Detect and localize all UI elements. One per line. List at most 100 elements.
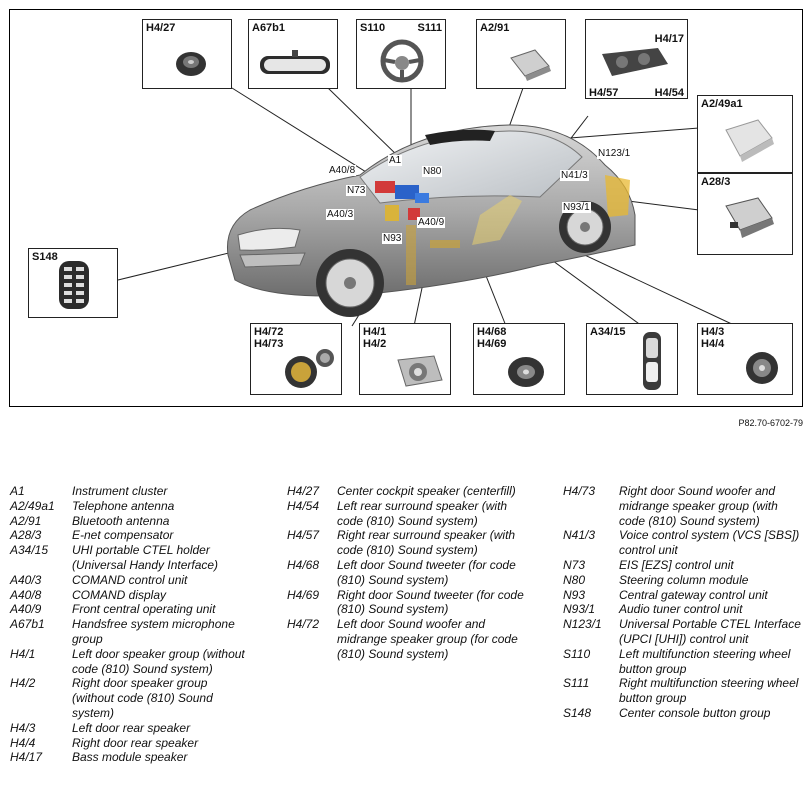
legend-code: A67b1 <box>10 617 45 632</box>
legend-code: N93/1 <box>563 602 596 617</box>
legend-code: H4/54 <box>287 498 320 513</box>
tag-a40-3: A40/3 <box>326 209 355 220</box>
bass-module-speaker-icon <box>602 48 668 76</box>
legend-row: N41/3 Voice control system (VCS [SBS]) co… <box>563 528 803 558</box>
tag-n123-1: N123/1 <box>597 148 632 159</box>
legend-description: Telephone antenna <box>72 498 175 513</box>
callout-label: A28/3 <box>701 176 731 188</box>
legend-description: Bass module speaker <box>72 750 188 765</box>
callout-a34-15: A34/15 <box>586 323 678 395</box>
callout-h4-3: H4/3 H4/4 <box>697 323 793 395</box>
legend-code: H4/4 <box>10 735 36 750</box>
legend-code: S148 <box>563 705 592 720</box>
callout-label: H4/27 <box>146 22 176 34</box>
legend-code: H4/73 <box>563 484 596 498</box>
legend-row: H4/72 Left door Sound woofer and midrange… <box>287 617 527 661</box>
callout-label: S148 <box>32 251 58 263</box>
legend-description: EIS [EZS] control unit <box>619 557 734 572</box>
callout-h4-27: H4/27 <box>142 19 232 89</box>
console-button-group-icon <box>59 261 89 309</box>
legend-row: H4/3 Left door rear speaker <box>10 721 250 736</box>
callout-label: H4/73 <box>254 338 284 350</box>
callout-s110-s111: S110 S111 <box>356 19 446 89</box>
legend-description: Left door Sound woofer and midrange spea… <box>337 617 518 661</box>
legend-code: H4/2 <box>10 676 36 691</box>
tag-n73: N73 <box>346 185 367 196</box>
tag-a40-8: A40/8 <box>328 165 357 176</box>
legend-row: H4/68 Left door Sound tweeter (for code (… <box>287 558 527 588</box>
legend-code: H4/17 <box>10 750 43 765</box>
legend-code: N41/3 <box>563 528 596 543</box>
legend-description: COMAND control unit <box>72 572 188 587</box>
callout-label: S111 <box>417 22 442 34</box>
steering-wheel-icon <box>380 39 424 83</box>
legend-code: S110 <box>563 646 591 661</box>
callout-a28-3: A28/3 <box>697 173 793 255</box>
legend-code: N80 <box>563 572 586 587</box>
mirror-microphone-icon <box>260 50 330 74</box>
callout-label: A34/15 <box>590 326 626 338</box>
legend-description: Voice control system (VCS [SBS]) control… <box>619 528 800 558</box>
legend-code: A40/3 <box>10 572 42 587</box>
legend-code: N123/1 <box>563 617 602 632</box>
figure-reference: P82.70-6702-79 <box>738 418 803 428</box>
callout-a2-91: A2/91 <box>476 19 566 89</box>
callout-h4-68: H4/68 H4/69 <box>473 323 565 395</box>
tag-n93-1: N93/1 <box>562 202 591 213</box>
callout-label: H4/3 <box>701 326 725 338</box>
tag-a1: A1 <box>388 155 403 166</box>
legend-description: Front central operating unit <box>72 602 216 617</box>
legend-description: Right rear surround speaker (with code (… <box>337 528 516 558</box>
callout-label: H4/1 <box>363 326 387 338</box>
legend-code: A28/3 <box>10 528 42 543</box>
callout-label: A67b1 <box>252 22 286 34</box>
legend-description: Left door speaker group (without code (8… <box>72 646 245 676</box>
legend-code: H4/72 <box>287 617 320 632</box>
legend-description: Left door Sound tweeter (for code (810) … <box>337 557 516 587</box>
legend-code: H4/3 <box>10 720 36 735</box>
legend-description: Right door Sound woofer and midrange spe… <box>619 484 778 528</box>
legend-code: H4/68 <box>287 557 320 572</box>
legend-description: Handsfree system microphone group <box>72 617 235 646</box>
component-location-figure: A40/8 A1 N80 N73 A40/3 A40/9 N93 N123/1 … <box>9 9 803 407</box>
tag-n80: N80 <box>422 166 443 177</box>
phone-holder-icon <box>643 332 661 390</box>
legend-code: A1 <box>10 484 25 498</box>
tag-n41-3: N41/3 <box>560 170 589 181</box>
legend-description: UHI portable CTEL holder (Universal Hand… <box>72 543 219 572</box>
callout-label: H4/69 <box>477 338 507 350</box>
legend-description: Left door rear speaker <box>72 720 191 735</box>
legend-description: Right multifunction steering wheel butto… <box>619 676 799 706</box>
callout-a2-49a1: A2/49a1 <box>697 95 793 173</box>
legend-code: N93 <box>563 587 586 602</box>
legend-description: COMAND display <box>72 587 167 602</box>
callout-h4-1: H4/1 H4/2 <box>359 323 451 395</box>
legend-description: Left rear surround speaker (with code (8… <box>337 498 508 528</box>
door-speaker-group-icon <box>397 355 443 387</box>
legend-description: Right door Sound tweeter (for code (810)… <box>337 587 524 617</box>
legend-row: A40/3 COMAND control unit <box>10 573 250 588</box>
legend-description: Bluetooth antenna <box>72 513 170 528</box>
legend-row: A67b1 Handsfree system microphone group <box>10 617 250 647</box>
callout-h4-72: H4/72 H4/73 <box>250 323 342 395</box>
